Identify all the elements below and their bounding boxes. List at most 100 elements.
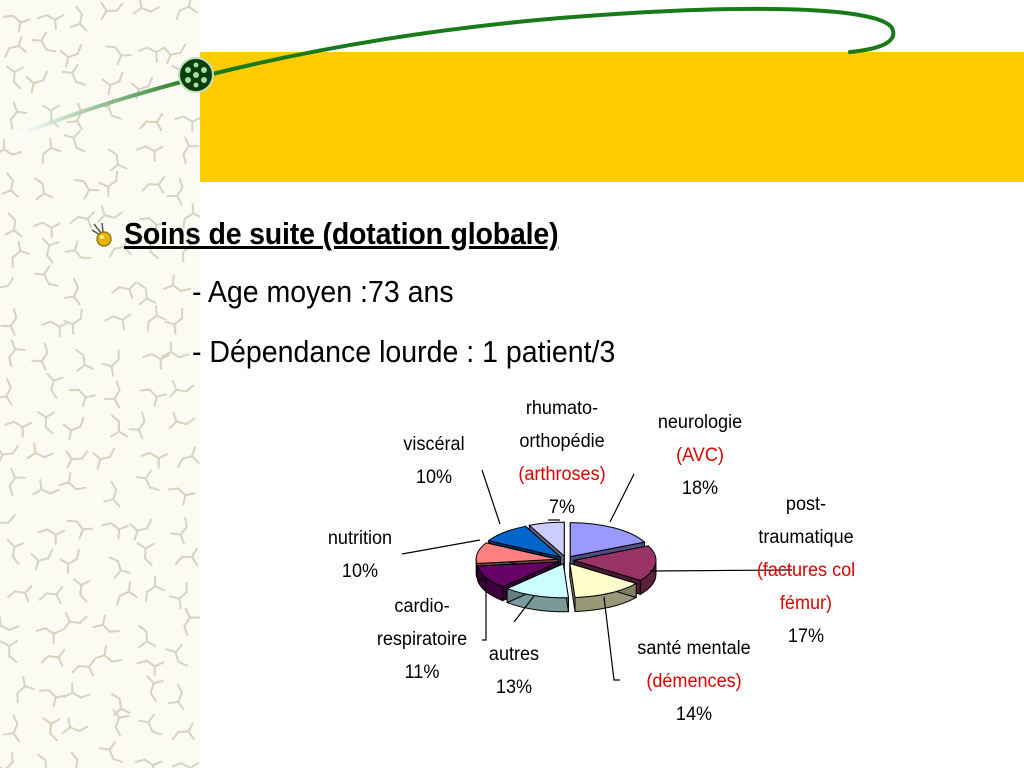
pattern-glyph (132, 0, 160, 15)
label-cardio-line1: cardio- (394, 596, 450, 617)
pattern-glyph (11, 240, 31, 268)
green-dot-icon (178, 57, 214, 93)
pattern-glyph (64, 240, 92, 259)
pattern-glyph (139, 217, 167, 236)
pattern-glyph (3, 714, 20, 742)
pattern-glyph (0, 752, 14, 768)
pattern-glyph (6, 539, 25, 565)
label-sante-line1: santé mentale (637, 638, 751, 659)
pattern-glyph (175, 0, 198, 21)
pattern-glyph (61, 64, 87, 86)
pattern-glyph (165, 644, 188, 667)
label-neurologie-line1: neurologie (657, 412, 743, 433)
pattern-glyph (141, 235, 160, 259)
age-line: - Age moyen :73 ans (192, 274, 454, 309)
pattern-glyph (68, 388, 96, 408)
pattern-glyph (41, 137, 62, 165)
pattern-glyph (63, 682, 91, 699)
pattern-glyph (104, 380, 121, 409)
heading-row: Soins de suite (dotation globale) (88, 212, 596, 256)
pattern-glyph (7, 585, 33, 603)
pattern-glyph (63, 277, 81, 306)
pattern-glyph (169, 581, 188, 610)
pattern-glyph (33, 265, 59, 287)
label-nutrition-line1: nutrition (327, 528, 393, 549)
pattern-glyph (8, 468, 26, 496)
pie-slice-autres (505, 562, 570, 613)
label-sante-detail: (démences) (646, 671, 742, 692)
label-post-traumatique: post- traumatique (factures col fémur) 1… (757, 488, 855, 653)
label-autres-pct: 13% (495, 677, 533, 698)
pattern-glyph (138, 713, 163, 736)
pattern-glyph (37, 753, 48, 768)
pattern-glyph (0, 514, 16, 524)
leader-line (609, 473, 635, 523)
pattern-glyph (171, 722, 195, 741)
swoosh-decoration (16, 6, 896, 137)
slide-heading: Soins de suite (dotation globale) (124, 216, 559, 251)
pattern-glyph (33, 177, 54, 201)
pattern-glyph (103, 480, 121, 508)
label-visceral-line1: viscéral (403, 434, 465, 455)
pattern-glyph (112, 709, 130, 737)
pattern-glyph (161, 341, 190, 359)
pattern-glyph (135, 469, 160, 491)
pattern-glyph (164, 308, 184, 335)
pattern-glyph (59, 548, 80, 575)
decorative-pattern-strip (0, 0, 200, 768)
swoosh-line (16, 6, 896, 137)
label-autres: autres 13% (489, 638, 539, 704)
pattern-glyph (74, 348, 95, 372)
label-rhumato-pct: 7% (548, 497, 576, 518)
label-cardio: cardio- respiratoire 11% (377, 590, 467, 689)
label-cardio-line2: respiratoire (376, 629, 468, 650)
pattern-glyph (183, 608, 200, 636)
pattern-glyph (62, 612, 88, 630)
pattern-glyph (4, 212, 23, 238)
pattern-glyph (168, 411, 195, 430)
pattern-glyph (0, 276, 14, 289)
pattern-glyph (37, 528, 66, 546)
label-post-line2: traumatique (758, 527, 854, 548)
pattern-glyph (129, 518, 153, 541)
label-sante-mentale: santé mentale (démences) 14% (637, 632, 750, 731)
label-neurologie: neurologie (AVC) 18% (658, 406, 742, 505)
pattern-glyph (167, 683, 185, 711)
label-nutrition-pct: 10% (341, 561, 379, 582)
pattern-glyph (4, 420, 33, 438)
pattern-glyph (63, 129, 86, 153)
pattern-glyph (141, 175, 166, 194)
pie-slice-santé-mentale (569, 562, 638, 612)
pattern-glyph (26, 442, 54, 460)
pattern-glyph (146, 675, 164, 702)
pattern-glyph (170, 516, 188, 545)
pattern-glyph (163, 43, 187, 65)
pattern-glyph (61, 717, 89, 735)
pattern-glyph (182, 136, 200, 165)
pattern-glyph (41, 237, 60, 264)
pattern-glyph (42, 717, 61, 742)
label-rhumato-line2: orthopédie (519, 431, 605, 452)
leader-line (401, 539, 481, 555)
pattern-glyph (171, 762, 200, 768)
label-post-detail1: (factures col (756, 560, 856, 581)
pattern-glyph (136, 659, 165, 677)
pattern-glyph (65, 450, 89, 469)
pattern-glyph (30, 549, 54, 571)
pattern-glyph (36, 14, 65, 31)
pattern-glyph (37, 411, 56, 435)
label-post-pct: 17% (787, 626, 825, 647)
pattern-glyph (174, 115, 200, 133)
pattern-glyph (0, 378, 13, 406)
leader-line (482, 578, 487, 641)
pattern-glyph (166, 177, 184, 206)
pattern-glyph (92, 614, 121, 633)
pattern-graphic (0, 0, 200, 768)
pattern-glyph (31, 342, 49, 371)
pattern-glyph (107, 148, 128, 172)
label-visceral-pct: 10% (415, 467, 453, 488)
pattern-glyph (0, 615, 20, 632)
pattern-glyph (177, 446, 200, 468)
pattern-glyph (58, 472, 87, 491)
